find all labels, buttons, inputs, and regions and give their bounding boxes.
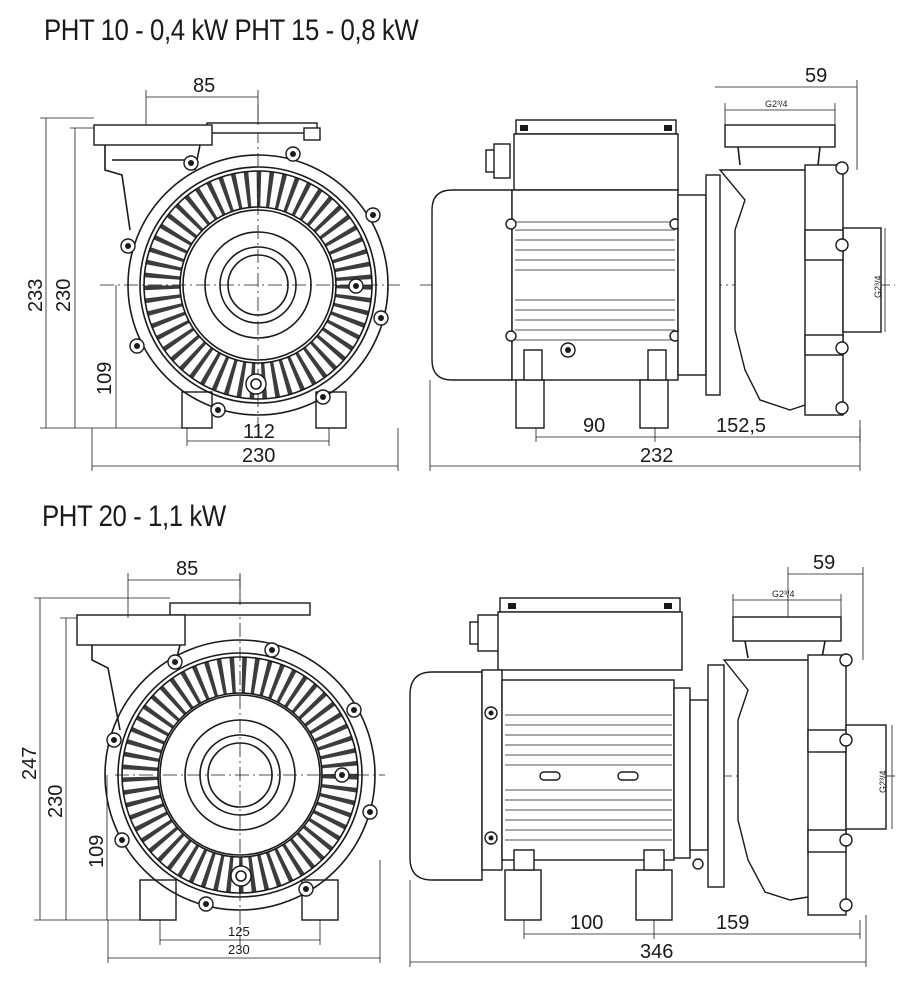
dim-232-top: 232: [640, 445, 673, 467]
g-side-top: G2³/4: [873, 275, 883, 298]
dim-125-bottom: 125: [228, 924, 250, 939]
dim-109-bottom: 109: [86, 835, 108, 868]
bottom-side-view: 59 G2³/4 G2³/4 100 159 346: [409, 552, 895, 967]
g-top-bottom: G2³/4: [772, 589, 795, 599]
dim-247-bottom: 247: [19, 747, 41, 780]
dim-159-bottom: 159: [716, 912, 749, 934]
title-top: PHT 10 - 0,4 kW PHT 15 - 0,8 kW: [44, 14, 419, 47]
title-bottom: PHT 20 - 1,1 kW: [42, 500, 226, 533]
g-side-bottom: G2³/4: [878, 770, 888, 793]
dim-85-top: 85: [193, 75, 215, 97]
dim-230h-top: 230: [242, 445, 275, 467]
dim-109-top: 109: [94, 362, 116, 395]
dim-230v-bottom: 230: [45, 785, 67, 818]
g-top-top: G2³/4: [765, 99, 788, 109]
dim-59-top: 59: [805, 65, 827, 87]
dim-112-top: 112: [243, 421, 275, 443]
dim-59-bottom: 59: [813, 552, 835, 574]
dim-90-top: 90: [583, 415, 605, 437]
top-side-view: 59 G2³/4 G2³/4 90 152,5 232: [420, 65, 895, 471]
bottom-front-view: 85 247 230 109 125 230: [19, 558, 385, 963]
dim-346-bottom: 346: [640, 941, 673, 963]
dim-233-top: 233: [25, 279, 47, 312]
dim-100-bottom: 100: [570, 912, 603, 934]
top-front-view: 85 233 230 109 112 230: [25, 75, 400, 471]
dim-85-bottom: 85: [176, 558, 198, 580]
dim-230h-bottom: 230: [228, 942, 250, 957]
dim-1525-top: 152,5: [716, 415, 766, 437]
dim-230v-top: 230: [53, 279, 75, 312]
